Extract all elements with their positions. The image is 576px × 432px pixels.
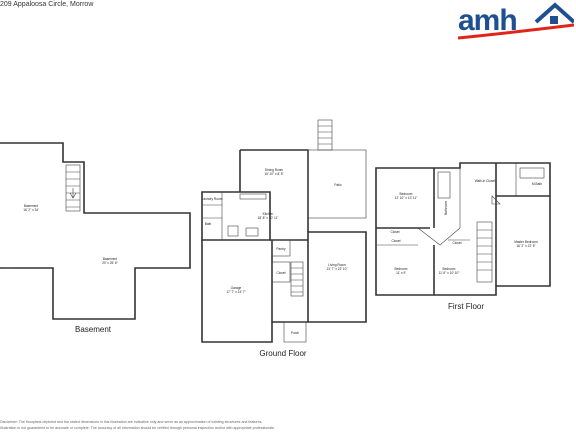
room-porch-name: Porch [291, 331, 300, 335]
basement-plan [0, 142, 191, 320]
room-mbath-name: M.Bath [532, 182, 542, 186]
room-dining-dims: 15' 10" x 8' 5" [264, 172, 283, 176]
room-living-dims: 13' 7" x 22' 10" [326, 267, 347, 271]
room-bedroom-3-name: Bedroom [443, 267, 456, 271]
room-bath-name: Bath [205, 222, 212, 226]
room-kitchen-dims: 18' 8" x 10' 11" [258, 216, 279, 220]
room-basement-2-name: Basement [103, 257, 117, 261]
room-laundry-name: Laundry Room [202, 197, 223, 201]
room-closet-3-name: Closet [452, 241, 461, 245]
floor-label-basement: Basement [75, 325, 112, 334]
room-master-bedroom-name: Master Bedroom [514, 240, 538, 244]
room-master-bedroom-dims: 16' 2" x 22' 6" [516, 244, 535, 248]
room-basement-1-dims: 16' 2" x 34' [23, 208, 39, 212]
room-closet-1-name: Closet [390, 230, 399, 234]
room-walkin-closet-name: Walk-in Closet [475, 179, 496, 183]
room-living-name: Living Room [328, 263, 346, 267]
room-bedroom-1-dims: 12' 10" x 13' 11" [395, 196, 418, 200]
room-basement-1-name: Basement [24, 204, 38, 208]
property-address: 209 Appaloosa Circle, Morrow [0, 1, 94, 8]
first-floor-plan [375, 162, 551, 296]
room-bedroom-3-dims: 11' 6" x 10' 10" [439, 271, 460, 275]
disclaimer-line-1: Disclaimer: The floorplans depicted and … [0, 420, 263, 424]
room-basement-2-dims: 20' x 25' 6" [102, 261, 117, 265]
room-patio-name: Patio [334, 183, 341, 187]
room-dining-name: Dining Room [265, 168, 284, 172]
room-bathroom-name: Bathroom [444, 201, 448, 215]
room-pantry-name: Pantry [276, 247, 286, 251]
disclaimer-line-2: Illustration is not guaranteed to be acc… [0, 426, 275, 430]
room-garage-dims: 17' 7" x 24' 7" [226, 290, 245, 294]
ground-floor-plan [201, 119, 367, 343]
room-bedroom-1-name: Bedroom [400, 192, 413, 196]
house-roof-icon [458, 2, 574, 40]
amh-logo: amh [458, 2, 574, 42]
room-closet-2-name: Closet [391, 239, 400, 243]
room-closet-ground-name: Closet [276, 271, 285, 275]
room-kitchen-name: Kitchen [263, 212, 274, 216]
room-bedroom-2-dims: 11' x 9' [396, 271, 406, 275]
floor-label-ground: Ground Floor [259, 349, 306, 358]
floor-label-first: First Floor [448, 302, 484, 311]
room-bedroom-2-name: Bedroom [395, 267, 408, 271]
room-garage-name: Garage [231, 286, 242, 290]
